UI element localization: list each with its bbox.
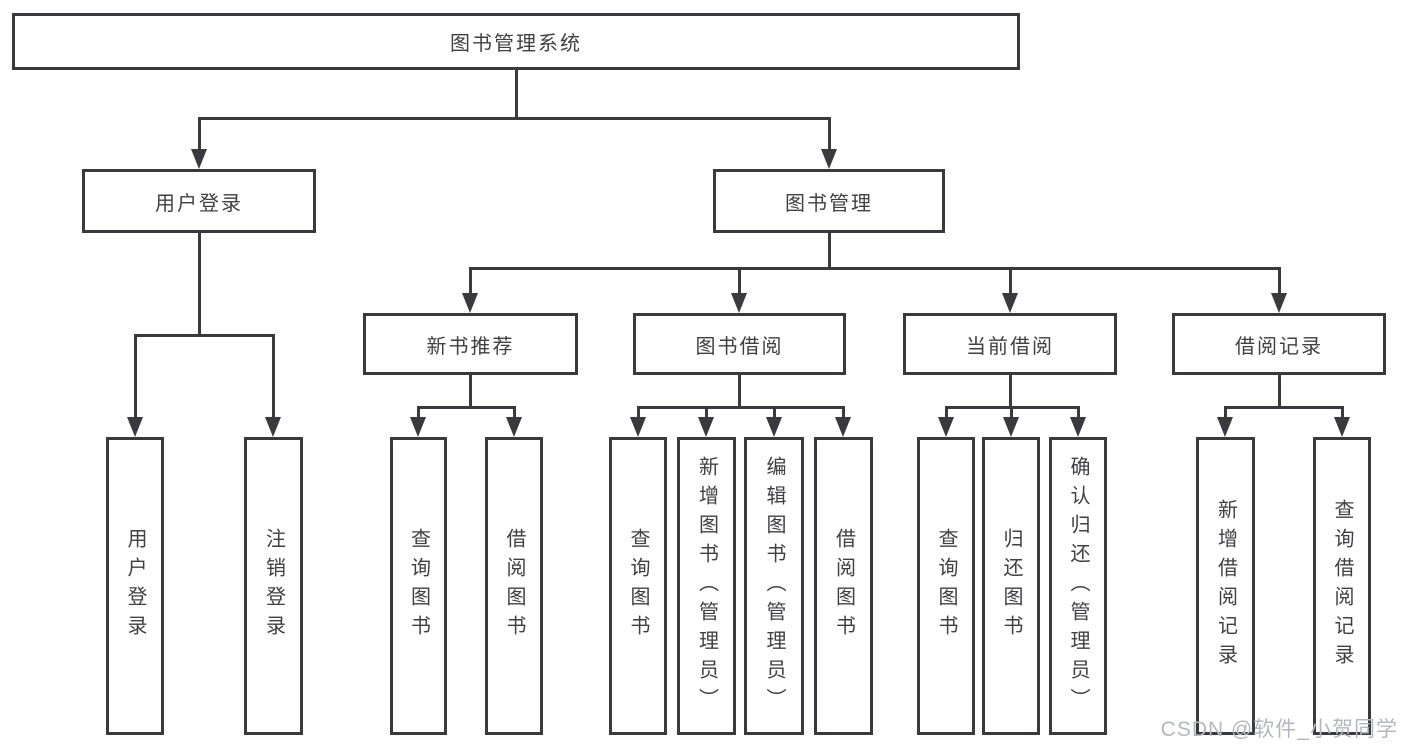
leaf-borrow-edit-books-admin: 编辑图书（管理员） (744, 437, 804, 735)
connector-cat2-down (738, 375, 741, 408)
connector-level2-hline (198, 117, 831, 120)
connector-cat1-leaf1-stem (417, 406, 420, 420)
connector-cat4-leaf2-stem (1341, 406, 1344, 420)
arrowhead-down-cat1 (462, 293, 478, 313)
connector-cat3-down (1009, 375, 1012, 408)
connector-user-stem (198, 117, 201, 153)
node-label: 当前借阅 (966, 335, 1054, 358)
node-book-borrowing: 图书借阅 (633, 313, 846, 375)
leaf-newbooks-query-books: 查询图书 (390, 437, 447, 735)
leaf-borrow-query-books: 查询图书 (609, 437, 667, 735)
leaf-label: 用户登录 (124, 528, 146, 644)
node-user-login-branch: 用户登录 (82, 169, 316, 233)
connector-cat1-stem (469, 267, 472, 297)
connector-cat3-leaf3-stem (1077, 406, 1080, 420)
leaf-label: 归还图书 (1000, 528, 1022, 644)
connector-cat2-leaf4-stem (842, 406, 845, 420)
node-label: 图书借阅 (695, 335, 784, 358)
leaf-records-add-record: 新增借阅记录 (1196, 437, 1255, 735)
node-library-management-system: 图书管理系统 (12, 13, 1020, 70)
leaf-user-login: 用户登录 (106, 437, 164, 735)
leaf-current-return-books: 归还图书 (982, 437, 1040, 735)
connector-cat4-hline (1224, 406, 1343, 409)
leaf-records-query-record: 查询借阅记录 (1313, 437, 1371, 735)
connector-cat1-leaf2-stem (513, 406, 516, 420)
connector-book-stem (828, 117, 831, 153)
arrowhead-down-cat3 (1002, 293, 1018, 313)
connector-cat2-leaf1-stem (637, 406, 640, 420)
node-current-borrowing: 当前借阅 (903, 313, 1117, 375)
connector-cat3-leaf1-stem (945, 406, 948, 420)
connector-book-down (828, 233, 831, 269)
connector-cat2-stem (738, 267, 741, 297)
arrowhead-down-user-leaf2 (265, 417, 281, 437)
leaf-label: 编辑图书（管理员） (763, 455, 785, 717)
leaf-label: 查询图书 (627, 528, 649, 644)
arrowhead-down-cat3-leaf1 (938, 417, 954, 437)
connector-root-stem (515, 70, 518, 118)
leaf-label: 借阅图书 (503, 528, 525, 644)
node-new-book-recommendation: 新书推荐 (363, 313, 578, 375)
arrowhead-down-cat3-leaf3 (1070, 417, 1086, 437)
arrowhead-down-cat2-leaf3 (766, 417, 782, 437)
arrowhead-down-user (191, 149, 207, 169)
arrowhead-down-cat1-leaf2 (506, 417, 522, 437)
node-label: 图书管理 (785, 192, 873, 215)
node-label: 借阅记录 (1235, 335, 1323, 358)
arrowhead-down-cat4-leaf1 (1217, 417, 1233, 437)
leaf-label: 查询借阅记录 (1331, 499, 1353, 673)
arrowhead-down-cat2-leaf4 (835, 417, 851, 437)
node-borrowing-records: 借阅记录 (1172, 313, 1386, 375)
arrowhead-down-cat4-leaf2 (1334, 417, 1350, 437)
leaf-label: 确认归还（管理员） (1067, 455, 1089, 717)
connector-user-hline (134, 334, 274, 337)
connector-level3-hline (469, 267, 1280, 270)
connector-cat1-down (469, 375, 472, 408)
connector-user-leaf2-stem (272, 334, 275, 420)
arrowhead-down-cat3-leaf2 (1003, 417, 1019, 437)
leaf-label: 查询图书 (935, 528, 957, 644)
leaf-logout: 注销登录 (244, 437, 303, 735)
arrowhead-down-cat2-leaf1 (630, 417, 646, 437)
arrowhead-down-user-leaf1 (127, 417, 143, 437)
connector-cat2-leaf3-stem (773, 406, 776, 420)
connector-cat3-stem (1009, 267, 1012, 297)
leaf-label: 新增借阅记录 (1214, 499, 1237, 673)
leaf-current-confirm-return-admin: 确认归还（管理员） (1049, 437, 1107, 735)
node-book-management-branch: 图书管理 (713, 169, 945, 233)
watermark: CSDN @软件_小贺同学 (1160, 718, 1398, 741)
arrowhead-down-book (821, 149, 837, 169)
connector-cat3-leaf2-stem (1010, 406, 1013, 420)
leaf-newbooks-borrow-books: 借阅图书 (485, 437, 543, 735)
leaf-borrow-add-books-admin: 新增图书（管理员） (677, 437, 736, 735)
connector-cat1-hline (417, 406, 516, 409)
arrowhead-down-cat4 (1271, 293, 1287, 313)
leaf-label: 查询图书 (407, 528, 430, 644)
connector-cat2-leaf2-stem (705, 406, 708, 420)
connector-user-leaf1-stem (134, 334, 137, 420)
arrowhead-down-cat2 (731, 293, 747, 313)
arrowhead-down-cat2-leaf2 (698, 417, 714, 437)
connector-cat4-leaf1-stem (1224, 406, 1227, 420)
leaf-current-query-books: 查询图书 (917, 437, 975, 735)
node-label: 新书推荐 (426, 335, 515, 358)
node-label: 用户登录 (155, 192, 243, 215)
connector-cat4-stem (1278, 267, 1281, 297)
leaf-borrow-borrow-books: 借阅图书 (814, 437, 873, 735)
connector-cat4-down (1278, 375, 1281, 408)
arrowhead-down-cat1-leaf1 (410, 417, 426, 437)
connector-cat2-hline (637, 406, 845, 409)
leaf-label: 注销登录 (262, 528, 285, 644)
connector-user-down (198, 233, 201, 336)
node-label: 图书管理系统 (450, 33, 582, 55)
leaf-label: 借阅图书 (832, 528, 855, 644)
leaf-label: 新增图书（管理员） (695, 455, 718, 717)
